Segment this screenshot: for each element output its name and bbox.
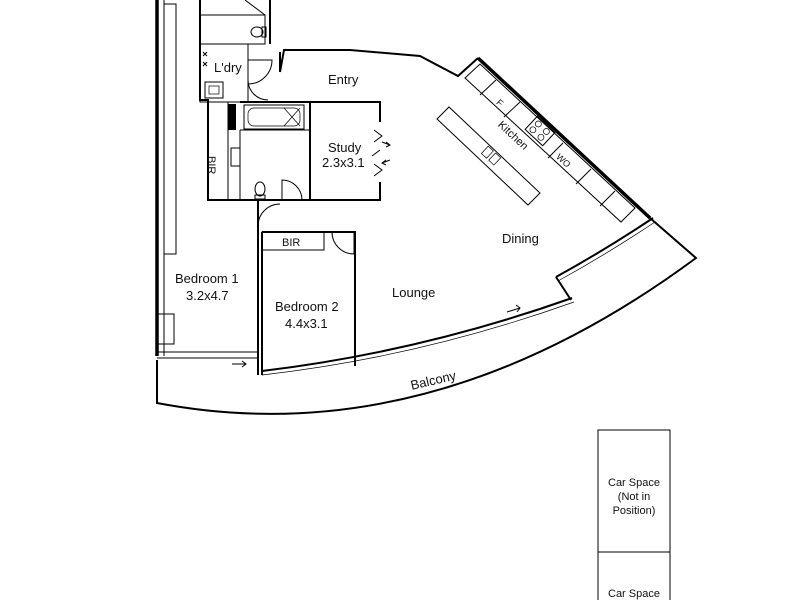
bench-divider-3 xyxy=(547,142,564,159)
balcony-outline xyxy=(156,217,698,415)
bir-left xyxy=(207,101,229,201)
laundry-label: L'dry xyxy=(214,60,242,75)
bedroom1-size: 3.2x4.7 xyxy=(186,288,229,303)
lounge-label: Lounge xyxy=(392,285,435,300)
shower-screen xyxy=(244,0,266,16)
bir-bedroom2-label: BIR xyxy=(282,237,300,249)
cooktop-icon xyxy=(524,115,556,147)
wardrobe-strip xyxy=(163,3,177,255)
sliding-arrow-bedroom1 xyxy=(232,360,247,368)
laundry-tap-icon xyxy=(202,51,208,67)
study-walls xyxy=(309,101,381,201)
fridge-label: F xyxy=(494,97,505,108)
bedroom2-label: Bedroom 2 xyxy=(275,299,339,314)
bathtub xyxy=(243,104,305,130)
kitchen-label: Kitchen xyxy=(495,119,530,153)
dining-window-2 xyxy=(557,221,656,282)
north-wall xyxy=(279,49,479,78)
bedroom1-door xyxy=(257,203,281,227)
study-arrow-1 xyxy=(381,141,391,148)
bathtub-cross xyxy=(283,107,301,127)
bedroom1-label: Bedroom 1 xyxy=(175,271,239,286)
bir-bedroom2 xyxy=(261,231,325,251)
car-space-1-line1: Car Space xyxy=(608,477,660,489)
study-sliding-door xyxy=(371,129,383,177)
study-arrow-2 xyxy=(381,159,391,166)
washer-label: WO xyxy=(554,152,572,170)
bench-divider-1 xyxy=(479,79,497,96)
bench-divider-4 xyxy=(575,168,592,185)
car-space-2-line1: Car Space xyxy=(608,588,660,600)
study-label: Study xyxy=(328,140,362,155)
bench-divider-2 xyxy=(503,101,521,118)
balcony-glass-line xyxy=(261,297,573,372)
kitchen-island xyxy=(436,106,541,206)
balcony-label: Balcony xyxy=(409,368,458,393)
laundry-door xyxy=(247,59,273,85)
bathroom-black-wall xyxy=(228,104,236,130)
bedroom2-walls xyxy=(257,200,356,375)
toilet-cistern xyxy=(261,26,267,38)
bedroom2-door xyxy=(331,231,355,255)
kitchen-back-bench xyxy=(464,63,636,223)
entry-door xyxy=(247,79,269,101)
entry-label: Entry xyxy=(328,72,359,87)
bedroom1-desk xyxy=(157,313,175,345)
bathroom-toilet-cistern xyxy=(254,194,266,200)
bench-divider-5 xyxy=(599,190,616,207)
balcony-step xyxy=(555,276,572,301)
bedroom2-size: 4.4x3.1 xyxy=(285,316,328,331)
sink-icon xyxy=(480,145,502,166)
balcony-glass-line-2 xyxy=(261,301,575,376)
dining-window xyxy=(555,217,654,278)
dining-label: Dining xyxy=(502,231,539,246)
sliding-arrow-lounge xyxy=(506,304,521,313)
study-size: 2.3x3.1 xyxy=(322,155,365,170)
kitchen-east-wall xyxy=(476,56,652,220)
vanity xyxy=(230,147,241,167)
car-space-1-line2: (Not in xyxy=(618,491,650,503)
laundry-tub-inner xyxy=(208,85,220,95)
car-space-1-line3: Position) xyxy=(613,505,656,517)
study-doorway-gap xyxy=(377,122,383,182)
ensuite-top xyxy=(200,14,266,45)
car-space-2 xyxy=(597,551,671,600)
bir-left-label: BIR xyxy=(205,156,217,174)
laundry-tub xyxy=(204,81,224,99)
toilet-icon xyxy=(250,26,264,38)
bathtub-inner xyxy=(247,107,301,127)
bathroom-door xyxy=(281,179,303,201)
bathroom-toilet-icon xyxy=(254,181,266,197)
